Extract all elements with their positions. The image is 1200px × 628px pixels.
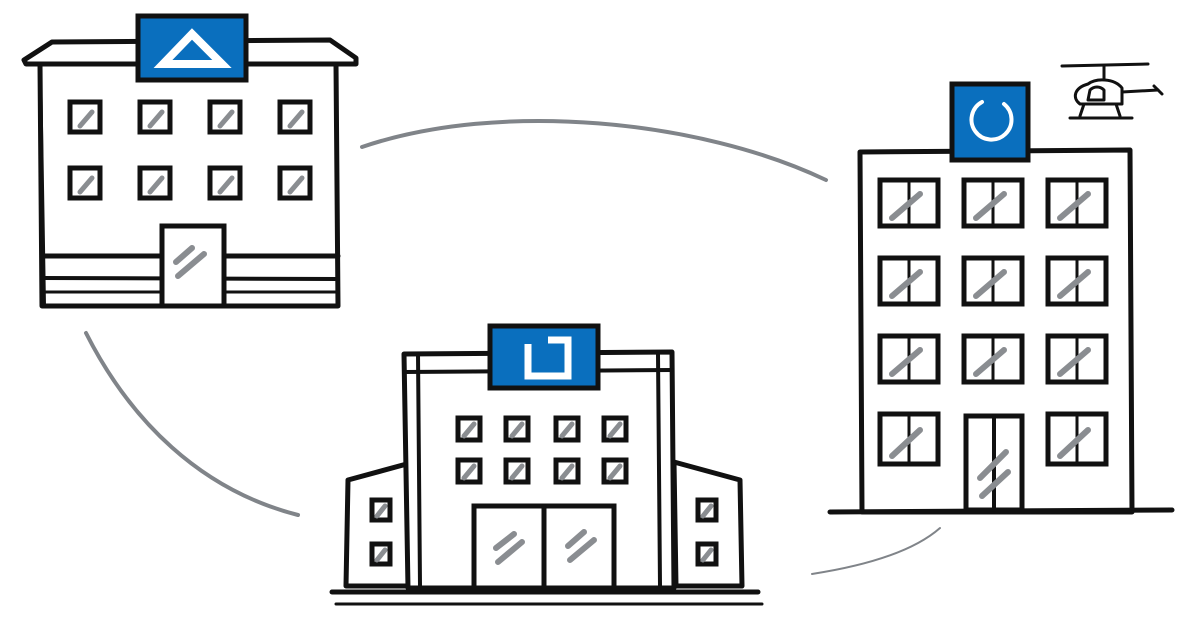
window-row — [455, 457, 629, 485]
circle-icon — [969, 100, 1014, 142]
sign-right — [949, 81, 1031, 163]
connection-left-to-center — [84, 331, 300, 517]
sign-left — [135, 13, 249, 83]
window-row — [455, 415, 629, 443]
window-row — [877, 333, 1109, 385]
connection-left-to-right — [360, 118, 828, 182]
window-row — [877, 411, 1109, 467]
square-bracket-icon — [524, 336, 572, 380]
window-row — [67, 99, 313, 135]
building-center — [329, 323, 764, 606]
building-right — [827, 62, 1175, 515]
window-row — [877, 177, 1109, 229]
sign-center — [487, 323, 601, 391]
triangle-icon — [153, 28, 232, 68]
connection-lines — [84, 118, 941, 575]
helicopter-icon — [1060, 62, 1164, 120]
window-row — [67, 165, 313, 201]
connection-center-to-right — [811, 527, 941, 575]
window-row — [877, 255, 1109, 307]
building-left — [21, 13, 359, 309]
